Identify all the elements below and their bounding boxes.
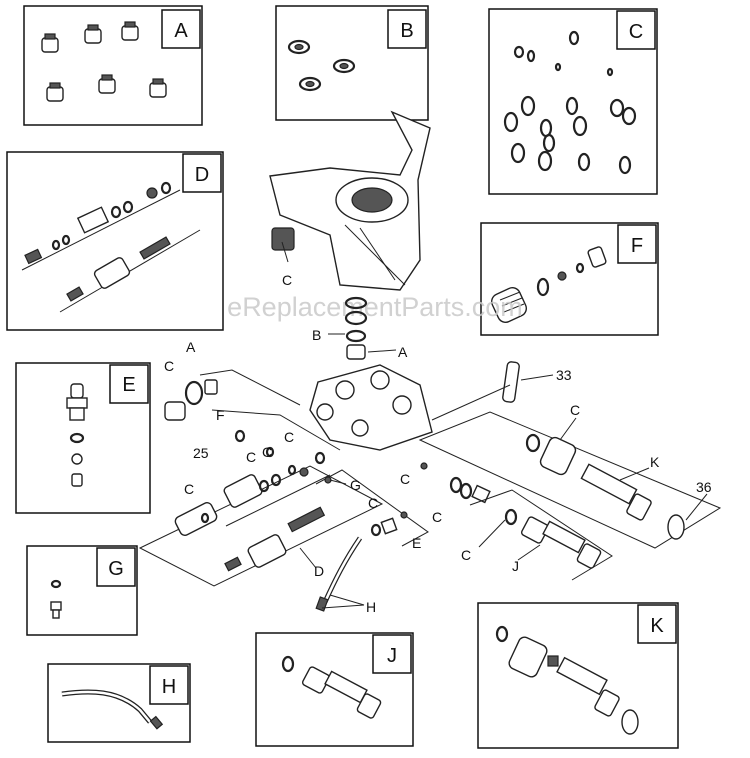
callout-c-left-mid1: C bbox=[284, 429, 294, 445]
callout-leader-lines bbox=[281, 241, 708, 609]
kit-label-k: K bbox=[650, 615, 664, 637]
kit-box-h: H bbox=[47, 663, 191, 743]
spring-icon-group bbox=[490, 246, 607, 324]
kit-label-j: J bbox=[387, 645, 397, 667]
kit-box-d: D bbox=[6, 151, 224, 331]
left-exploded-region bbox=[138, 369, 384, 587]
kit-label-d: D bbox=[195, 164, 209, 186]
center-seals bbox=[344, 296, 368, 360]
middle-exploded-parts bbox=[315, 462, 491, 612]
callout-c-left-mid2: C bbox=[246, 449, 256, 465]
kit-box-f: F bbox=[480, 222, 659, 336]
callout-d-bottom: D bbox=[314, 563, 324, 579]
kit-box-j: J bbox=[255, 632, 414, 747]
callout-k-right: K bbox=[650, 454, 660, 470]
right-exploded-region bbox=[418, 384, 722, 581]
o-ring-icon-group bbox=[503, 30, 637, 175]
kit-box-g: G bbox=[26, 545, 138, 636]
bypass-tube-icon-group bbox=[61, 689, 164, 730]
kit-box-k: K bbox=[477, 602, 679, 749]
plug-icon-group bbox=[50, 579, 62, 619]
kit-label-g: G bbox=[108, 558, 124, 580]
callout-c-mid2: C bbox=[432, 509, 442, 525]
callout-f-left: F bbox=[216, 407, 225, 423]
kit-label-a: A bbox=[174, 20, 188, 42]
callout-33: 33 bbox=[556, 367, 572, 383]
check-valve-icon-group bbox=[66, 383, 88, 487]
callout-c-mid3: C bbox=[368, 495, 378, 511]
kit-label-c: C bbox=[629, 21, 643, 43]
valve-cap-icon-group bbox=[41, 21, 167, 102]
callout-36: 36 bbox=[696, 479, 712, 495]
kit-box-a: A bbox=[23, 5, 203, 126]
callout-j-right: J bbox=[512, 558, 519, 574]
kit-box-e: E bbox=[15, 362, 151, 514]
callout-a-left: A bbox=[186, 339, 196, 355]
callout-c-left-top: C bbox=[164, 358, 174, 374]
callout-e-mid: E bbox=[412, 535, 421, 551]
plunger-retainer-icon-group bbox=[495, 625, 639, 735]
kit-box-b: B bbox=[275, 5, 429, 121]
unloader-piston-icon-group bbox=[21, 181, 201, 313]
callout-b-seal: B bbox=[312, 327, 321, 343]
callout-a-valve: A bbox=[398, 344, 408, 360]
watermark-text: eReplacementParts.com bbox=[227, 292, 523, 322]
callout-c-right-top: C bbox=[570, 402, 580, 418]
plunger-icon-group bbox=[281, 655, 382, 719]
callout-c-housing: C bbox=[282, 272, 292, 288]
callout-c-left-mid3: C bbox=[262, 444, 272, 460]
seal-icon-group bbox=[287, 39, 356, 92]
kit-label-b: B bbox=[400, 20, 413, 42]
callout-g-mid: G bbox=[350, 477, 361, 493]
callout-c-mid1: C bbox=[400, 471, 410, 487]
callout-labels: C B A A C 25 F C C C C G C C C E D H 33 … bbox=[164, 272, 712, 615]
kit-label-f: F bbox=[631, 235, 643, 257]
callout-h-bottom: H bbox=[366, 599, 376, 615]
callout-c-right-low: C bbox=[461, 547, 471, 563]
kit-label-e: E bbox=[122, 374, 135, 396]
kit-box-c: C bbox=[488, 8, 658, 195]
callout-c-left-low: C bbox=[184, 481, 194, 497]
manifold-head bbox=[309, 361, 520, 451]
pump-housing bbox=[269, 110, 431, 291]
callout-25: 25 bbox=[193, 445, 209, 461]
kit-label-h: H bbox=[162, 676, 176, 698]
